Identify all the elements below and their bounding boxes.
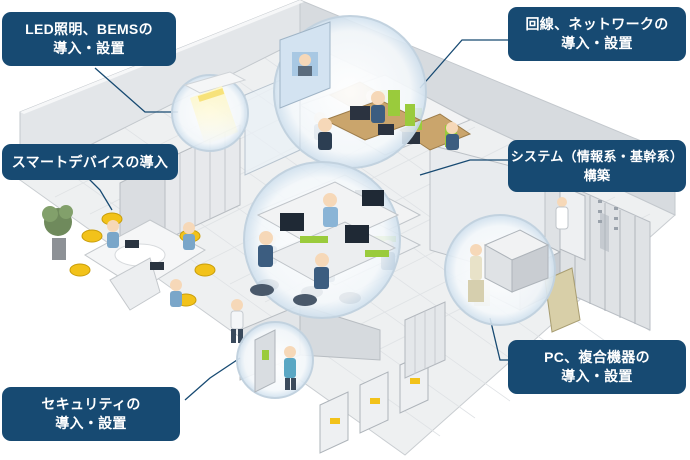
meeting-area xyxy=(69,212,216,311)
label-system-line2: 構築 xyxy=(583,168,611,183)
label-network: 回線、ネットワークの 導入・設置 xyxy=(508,7,686,61)
lens-network xyxy=(273,15,427,169)
label-security-line2: 導入・設置 xyxy=(55,415,127,431)
label-pc-line2: 導入・設置 xyxy=(561,368,633,384)
label-security: セキュリティの 導入・設置 xyxy=(2,387,180,441)
label-smart-devices: スマートデバイスの導入 xyxy=(2,144,178,180)
server-room xyxy=(555,184,618,261)
label-security-line1: セキュリティの xyxy=(41,396,141,412)
label-network-line2: 導入・設置 xyxy=(561,35,633,51)
label-led-line1: LED照明、BEMSの xyxy=(25,21,153,37)
label-network-line1: 回線、ネットワークの xyxy=(525,16,669,32)
lens-pc-printer xyxy=(444,214,556,326)
label-pc-mfp: PC、複合機器の 導入・設置 xyxy=(508,340,686,394)
walking-person xyxy=(230,299,244,343)
label-led-bems: LED照明、BEMSの 導入・設置 xyxy=(2,12,176,66)
plant-decoration xyxy=(42,205,73,260)
leader-lines xyxy=(77,39,510,401)
lens-smart-devices xyxy=(243,161,401,319)
label-system: システム（情報系・基幹系） 構築 xyxy=(508,140,686,192)
label-smart-line1: スマートデバイスの導入 xyxy=(11,153,169,170)
security-gates xyxy=(319,301,446,454)
lens-led-lighting xyxy=(171,71,249,152)
label-pc-line1: PC、複合機器の xyxy=(544,349,650,365)
label-led-line2: 導入・設置 xyxy=(53,40,125,56)
label-system-line1: システム（情報系・基幹系） xyxy=(510,149,684,164)
lens-security xyxy=(236,321,314,399)
